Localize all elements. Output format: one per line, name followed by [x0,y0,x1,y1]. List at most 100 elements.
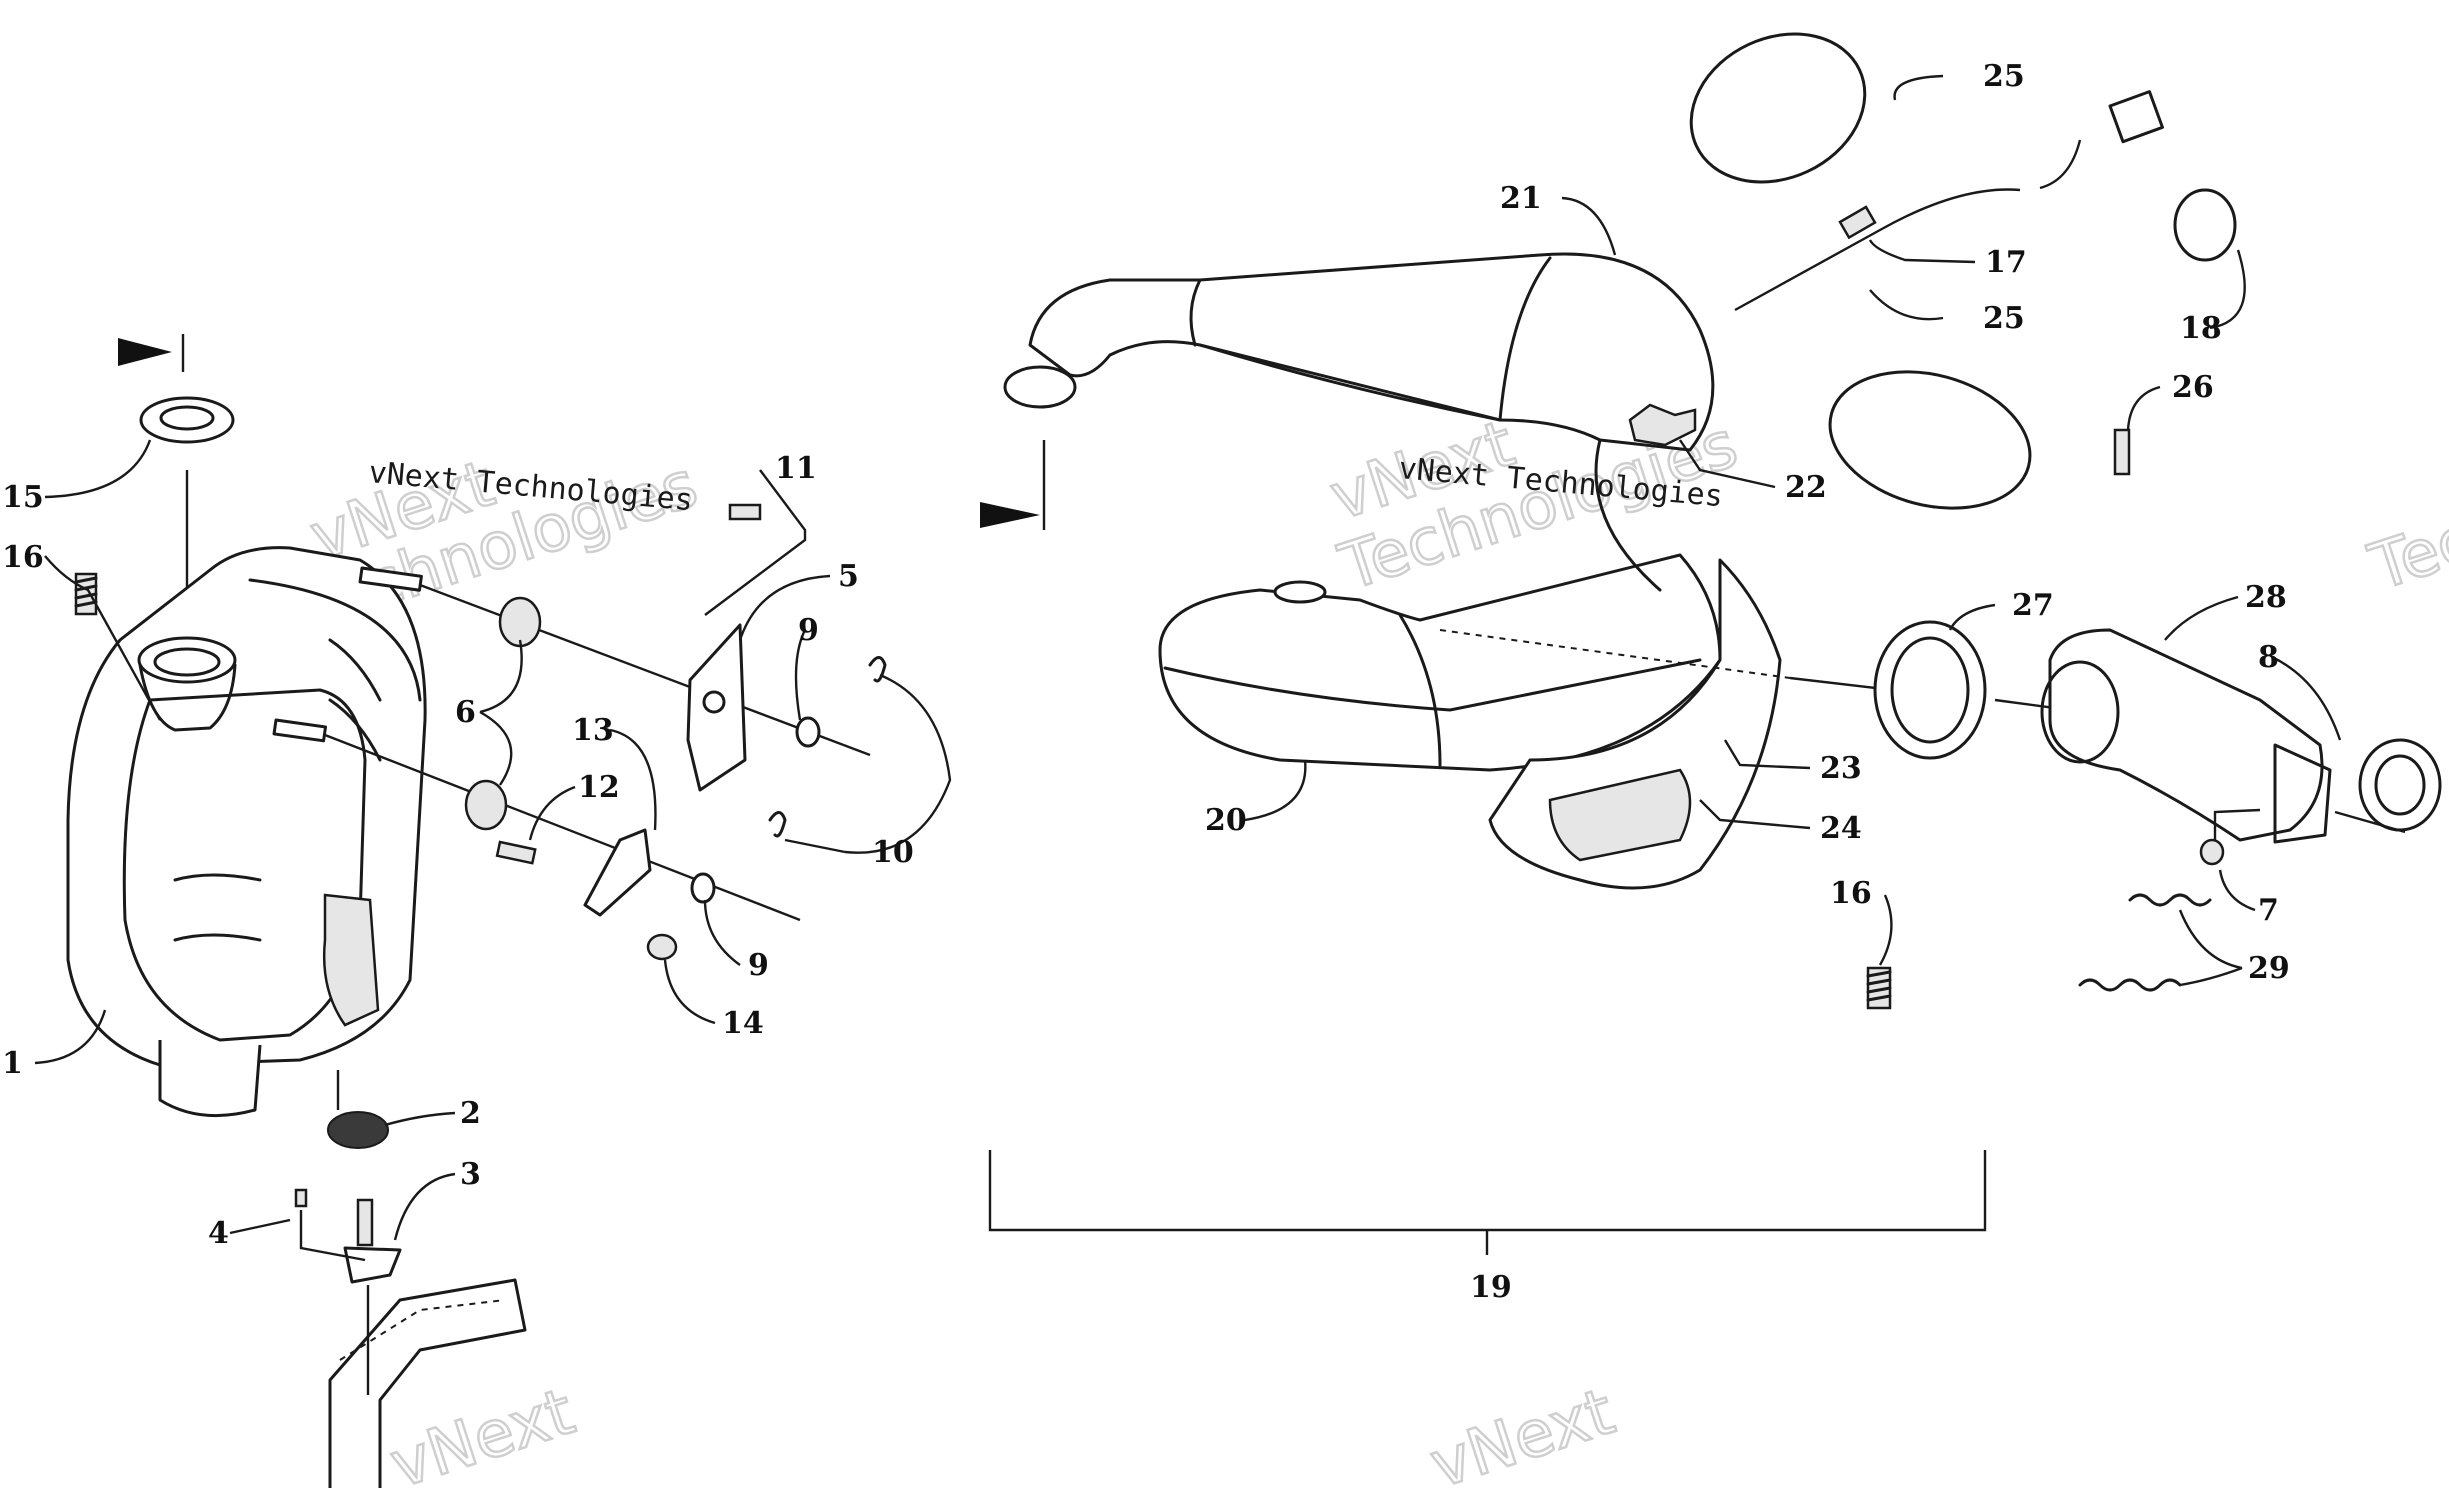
head-pipe-joint [1498,256,1552,422]
leader-29 [2178,909,2243,987]
watermark-group: vNext Technologies vNext Technologies Te… [290,406,2449,1488]
band-clamp-part-25-upper [1689,32,1867,184]
leader-9a [794,629,807,721]
leader-16a [44,555,162,721]
muffler-hardware [294,503,887,1488]
right-hardware [1689,32,2442,1010]
spring-part-26 [2113,428,2131,476]
leader-21 [1561,196,1617,256]
rivet-guide-line [299,1210,366,1262]
sensor-part-17 [1838,205,1877,240]
callout-12: 12 [578,770,620,805]
callout-11: 11 [775,451,817,486]
leader-11 [704,469,807,616]
callout-20: 20 [1205,803,1247,838]
leader-17 [1868,239,1976,264]
arrow-flag-center-icon [980,502,1040,528]
callout-3: 3 [460,1157,481,1192]
callout-9a: 9 [798,613,819,648]
muffler-outlet [158,1040,262,1118]
callout-10: 10 [872,835,914,870]
mount-grommet-upper [498,596,542,648]
watermark-big-7: vNext [1422,1375,1623,1488]
clip-part-10-upper [868,656,887,683]
leader-7 [2218,869,2256,912]
washer-part-9-lower [690,872,716,904]
heat-shield-cutout-part-24 [1548,768,1692,862]
callout-8: 8 [2258,640,2279,675]
callouts: 15 16 1 2 3 4 5 6 9 9 10 11 12 13 14 21 … [2,59,2290,1305]
sensor-connector [2108,90,2164,144]
leader-lines [34,74,2342,1241]
leader-26 [2126,385,2161,431]
callout-21: 21 [1500,181,1542,216]
leader-23 [1723,739,1811,770]
callout-1: 1 [2,1046,23,1081]
pin-base [343,1246,402,1284]
leader-2 [384,1111,456,1127]
gasket-axis-line [2334,810,2406,834]
muffler-inlet-hole [153,647,221,677]
callout-9b: 9 [748,948,769,983]
muffler-inlet-neck [138,663,237,732]
clip-part-10-lower [768,811,787,838]
ring-clip-part-18 [2173,188,2237,262]
leader-14 [663,959,716,1025]
leader-25b [1869,289,1944,321]
bolt-part-12 [495,840,537,865]
leader-15 [44,439,152,499]
callout-28: 28 [2245,580,2287,615]
watermark-big-6: vNext [382,1375,583,1488]
muffler-rib-2 [328,698,382,762]
head-pipe-lower-edge [1198,343,1502,422]
callout-26: 26 [2172,370,2214,405]
leader-4 [229,1218,291,1235]
callout-4: 4 [208,1216,229,1251]
callout-16a: 16 [2,540,44,575]
callout-17: 17 [1985,245,2027,280]
leader-16b [1878,894,1893,966]
manifold-part-28 [2048,628,2324,842]
callout-29: 29 [2248,951,2290,986]
callout-14: 14 [722,1006,764,1041]
callout-16b: 16 [1830,876,1872,911]
muffler-rib-1 [328,638,382,702]
leader-25a [1893,74,1944,101]
callout-2: 2 [460,1096,481,1131]
seal-ring-inner [1890,636,1970,744]
manifold-bore [2040,660,2120,764]
leader-28 [2164,595,2239,641]
muffler-stud-lower [272,718,328,743]
leader-10 [784,673,952,854]
leader-13 [609,728,657,831]
leader-20 [1244,759,1307,822]
leader-6 [479,639,523,786]
grommet-part-15 [139,396,235,444]
callout-7: 7 [2258,893,2279,928]
head-pipe-flange [1003,365,1077,409]
nut-axis-line [2213,808,2261,840]
frame-member [328,1278,527,1488]
bracket-part-13 [583,828,652,917]
sensor-lead [2039,139,2082,190]
leader-1 [34,1009,107,1065]
leader-18 [2209,249,2246,330]
spring-part-16-left [74,572,98,616]
decal-part-22 [1628,403,1697,447]
callout-13: 13 [572,713,614,748]
leader-22 [1679,439,1776,489]
leader-3 [393,1172,456,1241]
chamber-band-2 [1594,438,1662,592]
muffler-side-panel [122,688,367,1042]
muffler-bracket [322,893,380,1027]
spring-part-29-lower [2078,978,2182,992]
spring-part-29-upper [2128,893,2212,907]
head-pipe-part-21 [1028,252,1715,452]
gasket-hole [2374,754,2426,816]
muffler-seam [248,578,422,702]
nut-part-7 [2199,838,2225,866]
bolt-part-11 [728,503,762,521]
watermark-big-5: Technologies [2361,408,2449,606]
muffler-assembly [66,396,427,1118]
callout-15: 15 [2,480,44,515]
